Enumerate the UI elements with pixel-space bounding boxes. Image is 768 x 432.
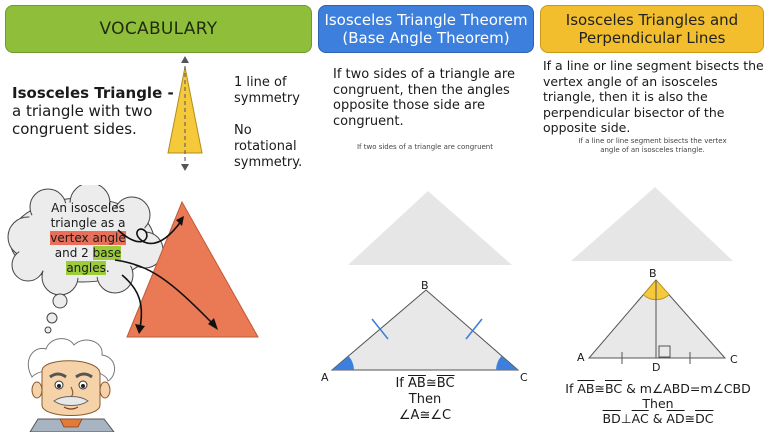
perp-label-b: B <box>649 267 657 280</box>
theorem-gray-triangle-top <box>348 191 512 265</box>
perp-header: Isosceles Triangles and Perpendicular Li… <box>540 5 764 53</box>
perp-title-line1: Isosceles Triangles and <box>565 11 739 29</box>
bubble-text: An isosceles triangle as a vertex angle … <box>38 201 138 276</box>
theorem-caption: If two sides of a triangle are congruent <box>356 143 493 151</box>
perp-segment-bc: BC <box>604 381 623 396</box>
segment-ab: AB <box>408 376 426 391</box>
gray-triangle <box>571 187 733 261</box>
theorem-line2: congruent, then the angles <box>333 82 510 98</box>
symmetry-line1: 1 line of <box>234 75 287 90</box>
perp-title-line2: Perpendicular Lines <box>578 29 726 47</box>
perp-segment-bd: BD <box>602 411 621 426</box>
perp-line1: If a line or line segment bisects the <box>543 58 764 73</box>
theorem-conclusion: If AB≅BC Then ∠A≅∠C <box>360 376 490 424</box>
vocab-definition: Isosceles Triangle - a triangle with two… <box>12 84 174 138</box>
base-arrow-right <box>114 259 215 326</box>
bubble-line2: triangle as a <box>50 216 126 230</box>
vertex-angle-highlight: vertex angle <box>50 231 126 245</box>
bubble-line1: An isosceles <box>51 201 125 215</box>
perp-amp: & <box>652 411 663 426</box>
theorem-labeled-triangle <box>330 289 520 371</box>
perp-segment-ab: AB <box>577 381 595 396</box>
scientist-cartoon-icon <box>27 338 115 432</box>
arrow-down-icon <box>181 164 189 171</box>
angle-c-mark <box>496 356 518 370</box>
rotation-line1: No <box>234 123 252 138</box>
triangle-abc-perp <box>587 279 727 359</box>
perp-conclusion: If AB≅BC & m∠ABD=m∠CBD Then BD⊥AC & AD≅D… <box>548 381 768 426</box>
theorem-text: If two sides of a triangle are congruent… <box>333 67 533 129</box>
perp-caption-line1: If a line or line segment bisects the ve… <box>578 137 727 145</box>
vertex-arrow <box>117 219 183 245</box>
concl-angles: ∠A≅∠C <box>398 408 452 423</box>
perp-concl-then: Then <box>642 396 674 411</box>
angles-highlight: angles <box>66 261 106 275</box>
concl-then: Then <box>408 392 442 407</box>
arrow-head-icon <box>135 324 145 334</box>
angle-a-mark <box>332 356 354 370</box>
perp-caption-line2: angle of an isosceles triangle. <box>600 146 705 154</box>
rotation-line2: rotational <box>234 139 297 154</box>
perp-line4: perpendicular bisector of the <box>543 104 725 120</box>
perp-cong-symbol2: ≅ <box>684 411 696 426</box>
label-b: B <box>421 279 429 292</box>
perp-segment-dc: DC <box>695 411 714 426</box>
cong-symbol: ≅ <box>425 376 437 391</box>
bubble-and2: and 2 <box>54 246 89 260</box>
bubble-period: . <box>105 261 110 275</box>
concl-if: If <box>395 376 404 391</box>
arrow-head-icon <box>208 318 218 330</box>
rotation-line3: symmetry. <box>234 155 303 170</box>
vocab-def-line2: congruent sides. <box>12 120 137 138</box>
theorem-header: Isosceles Triangle Theorem (Base Angle T… <box>318 5 534 53</box>
base-arrow-left <box>121 274 143 329</box>
theorem-line1: If two sides of a triangle are <box>333 67 515 82</box>
theorem-line4: congruent. <box>333 113 404 129</box>
vocabulary-title: VOCABULARY <box>99 19 218 39</box>
tick-ab <box>371 318 389 340</box>
perp-labeled-triangle <box>587 279 727 364</box>
orange-isosceles-triangle <box>126 200 259 338</box>
theorem-line3: opposite those side are <box>333 98 486 113</box>
perp-cong-symbol: ≅ <box>594 381 605 396</box>
rotation-note: No rotational symmetry. <box>234 123 302 171</box>
perp-symbol: ⊥ <box>620 411 632 426</box>
vocab-term: Isosceles Triangle - <box>12 84 174 102</box>
perp-line2: vertex angle of an isosceles <box>543 73 718 89</box>
perp-concl-angles: & m∠ABD=m∠CBD <box>626 381 751 396</box>
vocab-def-line1: a triangle with two <box>12 102 153 120</box>
perp-label-d: D <box>652 361 661 374</box>
gray-triangle <box>348 191 512 265</box>
tick-bc <box>465 318 483 340</box>
perp-caption: If a line or line segment bisects the ve… <box>545 137 760 155</box>
base-highlight: base <box>92 246 122 260</box>
symmetry-line2: symmetry <box>234 91 300 106</box>
perp-line3: triangle, then it is also the <box>543 89 708 104</box>
label-a: A <box>321 371 329 384</box>
arrow-up-icon <box>181 56 189 63</box>
perp-text: If a line or line segment bisects the ve… <box>543 58 767 136</box>
label-c: C <box>520 371 528 384</box>
theorem-title-line2: (Base Angle Theorem) <box>342 29 510 47</box>
triangle-abc <box>330 289 520 371</box>
segment-bc: BC <box>436 376 455 391</box>
perp-line5: opposite side. <box>543 120 631 135</box>
right-angle-mark <box>658 345 671 358</box>
symmetry-note: 1 line of symmetry <box>234 75 300 107</box>
perp-label-c: C <box>730 353 738 366</box>
perp-concl-if: If <box>565 381 574 396</box>
theorem-title-line1: Isosceles Triangle Theorem <box>324 11 528 29</box>
arrow-head-icon <box>176 216 184 226</box>
symmetry-triangle-figure <box>167 56 203 171</box>
perp-label-a: A <box>577 351 585 364</box>
perp-segment-ad: AD <box>666 411 685 426</box>
orange-triangle-figure <box>114 200 259 338</box>
perp-gray-triangle-top <box>571 187 733 261</box>
perp-segment-ac: AC <box>631 411 649 426</box>
vocabulary-header: VOCABULARY <box>5 5 312 53</box>
